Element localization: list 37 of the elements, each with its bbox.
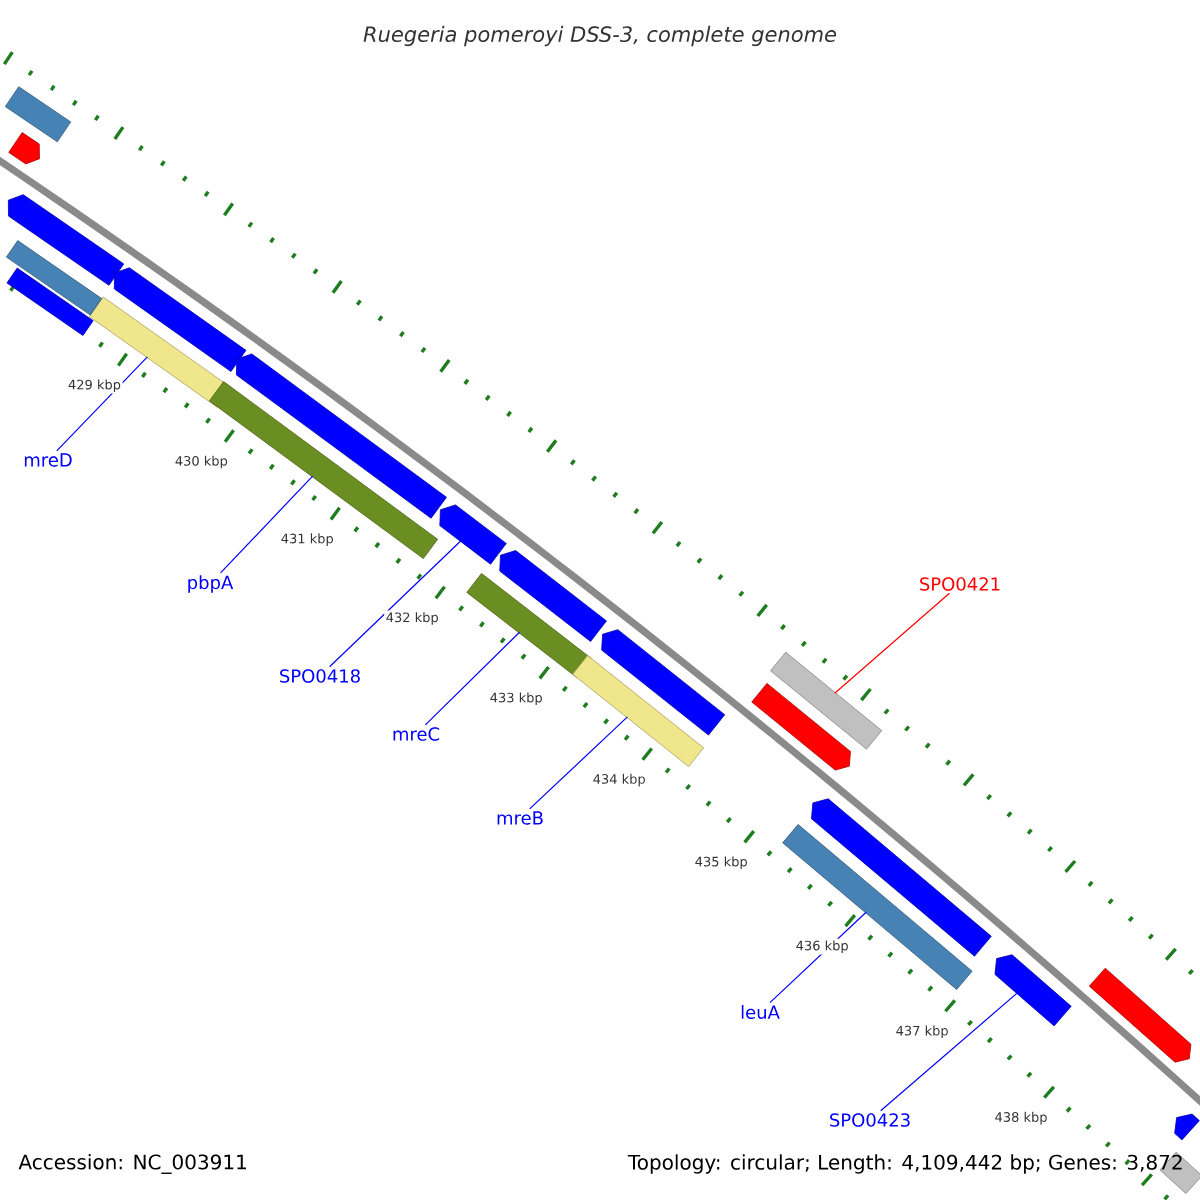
gene-feature [8,194,125,286]
gene-label: pbpA [188,575,234,593]
gene-feature [782,824,973,990]
gene-feature [208,381,438,559]
gene-feature [466,573,592,678]
gene-label: SPO0423 [830,1113,910,1127]
leader-line [219,475,314,574]
gene-feature [1088,967,1192,1063]
gene-feature [751,683,851,771]
leader-line [56,356,148,452]
gene-feature [439,504,507,565]
gene-label: SPO0418 [280,669,360,683]
gene-feature [8,132,40,165]
gene-feature [4,86,72,143]
gene-feature [601,629,726,736]
gene-label: leuA [741,1005,780,1019]
gene-feature [770,651,883,750]
gene-feature [572,655,705,767]
gene-feature [5,240,103,316]
gene-label: mreD [24,453,72,467]
gene-label: SPO0421 [920,577,1000,591]
gene-feature [113,267,247,372]
gene-feature [6,267,94,336]
leader-line [329,540,462,668]
genome-info-text: Topology: circular; Length: 4,109,442 bp; Genes: 3,872 [627,1154,1182,1174]
gene-feature [499,550,607,642]
title: Ruegeria pomeroyi DSS-3, complete genome [363,25,837,47]
gene-feature [1174,1113,1200,1141]
gene-label: mreB [497,811,543,825]
leader-line [424,631,521,726]
gene-feature [236,353,447,519]
leader-line [529,716,629,810]
leader-line [880,992,1018,1112]
accession-text: Accession: NC_003911 [18,1154,246,1174]
leader-line [834,592,951,694]
gene-feature [994,954,1072,1027]
gene-label: mreC [393,727,440,741]
